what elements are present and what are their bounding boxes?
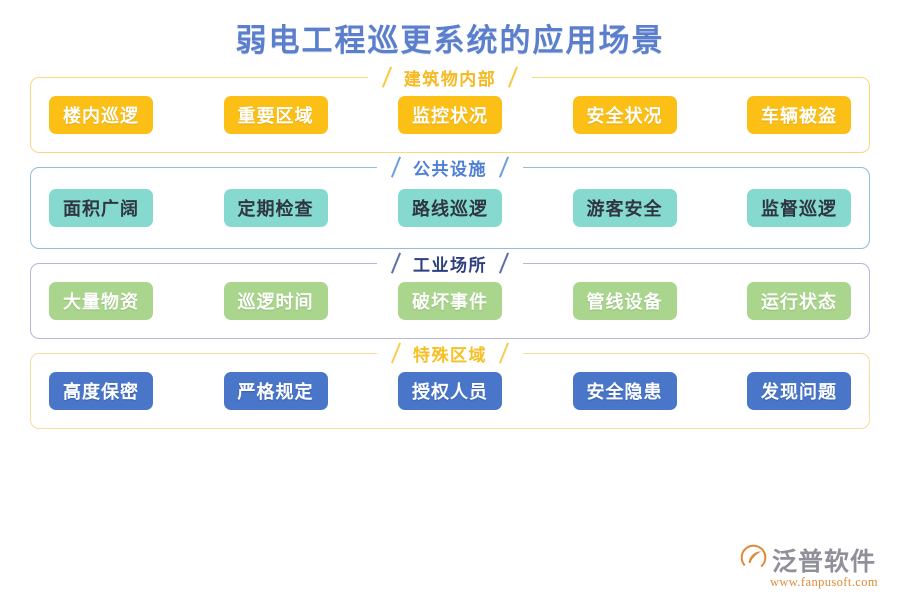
chip-item[interactable]: 高度保密 xyxy=(49,372,153,411)
chip-list: 大量物资 巡逻时间 破坏事件 管线设备 运行状态 xyxy=(49,282,851,321)
chip-list: 面积广阔 定期检查 路线巡逻 游客安全 监督巡逻 xyxy=(49,189,851,228)
chip-item[interactable]: 楼内巡逻 xyxy=(49,96,153,135)
chip-item[interactable]: 安全状况 xyxy=(572,96,677,135)
chip-item[interactable]: 重要区域 xyxy=(223,96,328,135)
chip-item[interactable]: 授权人员 xyxy=(398,372,502,411)
chip-item[interactable]: 车辆被盗 xyxy=(747,96,851,135)
section-public-facility: 面积广阔 定期检查 路线巡逻 游客安全 监督巡逻 公共设施 xyxy=(30,154,870,250)
chip-item[interactable]: 定期检查 xyxy=(223,189,328,228)
chip-item[interactable]: 发现问题 xyxy=(747,372,851,411)
chip-item[interactable]: 路线巡逻 xyxy=(398,189,502,228)
brand-url: www.fanpusoft.com xyxy=(769,575,878,589)
chip-item[interactable]: 面积广阔 xyxy=(49,189,153,228)
section-special-zone: 高度保密 严格规定 授权人员 安全隐患 发现问题 特殊区域 xyxy=(30,340,870,430)
chip-item[interactable]: 安全隐患 xyxy=(572,372,677,411)
chip-item[interactable]: 大量物资 xyxy=(49,282,153,321)
section-industrial-site: 大量物资 巡逻时间 破坏事件 管线设备 运行状态 工业场所 xyxy=(30,250,870,340)
fanpu-swoosh-icon xyxy=(740,544,767,576)
chip-item[interactable]: 管线设备 xyxy=(572,282,677,321)
sections-container: 楼内巡逻 重要区域 监控状况 安全状况 车辆被盗 建筑物内部 面积广阔 定期检查… xyxy=(0,64,900,430)
section-box: 楼内巡逻 重要区域 监控状况 安全状况 车辆被盗 xyxy=(30,77,870,154)
chip-list: 楼内巡逻 重要区域 监控状况 安全状况 车辆被盗 xyxy=(49,96,851,135)
chip-list: 高度保密 严格规定 授权人员 安全隐患 发现问题 xyxy=(49,372,851,411)
chip-item[interactable]: 监控状况 xyxy=(398,96,502,135)
section-building-interior: 楼内巡逻 重要区域 监控状况 安全状况 车辆被盗 建筑物内部 xyxy=(30,64,870,154)
chip-item[interactable]: 巡逻时间 xyxy=(223,282,328,321)
brand-name: 泛普软件 xyxy=(771,549,876,576)
chip-item[interactable]: 游客安全 xyxy=(572,189,677,228)
page-title: 弱电工程巡更系统的应用场景 xyxy=(235,23,665,58)
section-box: 大量物资 巡逻时间 破坏事件 管线设备 运行状态 xyxy=(30,263,870,340)
section-box: 面积广阔 定期检查 路线巡逻 游客安全 监督巡逻 xyxy=(30,167,870,250)
chip-item[interactable]: 破坏事件 xyxy=(398,282,502,321)
chip-item[interactable]: 严格规定 xyxy=(223,372,328,411)
footer-logo: 泛普软件 www.fanpusoft.com xyxy=(740,542,878,590)
section-box: 高度保密 严格规定 授权人员 安全隐患 发现问题 xyxy=(30,353,870,430)
chip-item[interactable]: 监督巡逻 xyxy=(747,189,851,228)
chip-item[interactable]: 运行状态 xyxy=(747,282,851,321)
